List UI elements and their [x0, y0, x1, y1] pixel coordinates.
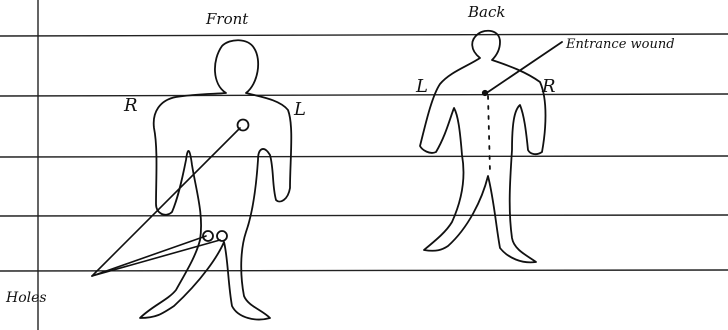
back-label: Back [467, 3, 505, 21]
front-body-outline [140, 40, 291, 319]
rule-line [0, 215, 728, 216]
back-entrance-wound-dot [483, 91, 487, 95]
labels: Front Back R L L R Entrance wound Holes [5, 3, 675, 306]
front-label: Front [205, 10, 249, 28]
back-body-figure [420, 31, 562, 263]
front-hip-hole-2 [217, 231, 227, 241]
front-body-figure [140, 40, 291, 319]
back-spine-dashes [488, 96, 490, 172]
back-right-label: R [541, 76, 556, 97]
front-right-label: R [123, 95, 138, 116]
pointer-line [92, 236, 206, 276]
rule-line [0, 94, 728, 96]
entrance-wound-label: Entrance wound [565, 37, 675, 52]
holes-label: Holes [5, 290, 47, 306]
front-left-label: L [293, 99, 306, 120]
back-left-label: L [415, 76, 428, 97]
rule-line [0, 34, 728, 36]
rule-line [0, 156, 728, 157]
